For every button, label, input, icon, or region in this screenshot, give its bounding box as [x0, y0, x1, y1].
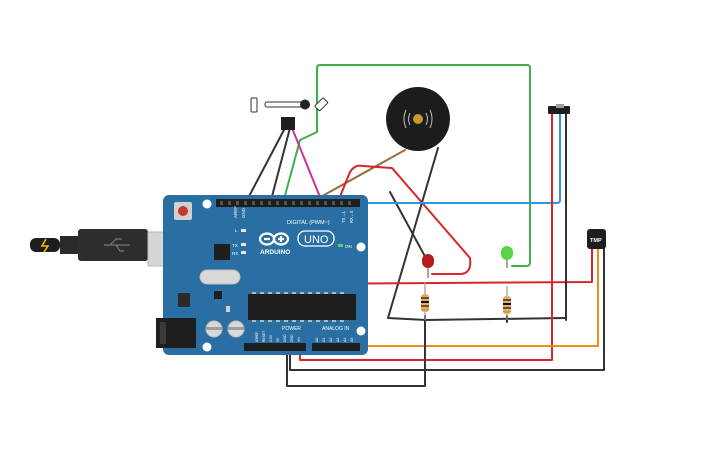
- mount-hole: [356, 326, 366, 336]
- wire-black-gnd-loop[interactable]: [286, 315, 426, 387]
- resistor-red-led[interactable]: [421, 282, 429, 320]
- model-badge: [297, 230, 335, 247]
- reset-button[interactable]: [174, 202, 192, 220]
- svg-text:A5: A5: [350, 338, 354, 342]
- voltage-regulator: [178, 293, 190, 307]
- mount-hole: [356, 242, 366, 252]
- wire-black-sensor-a[interactable]: [244, 127, 286, 205]
- sensor-label: TMP: [590, 238, 602, 244]
- on-label: ON: [345, 244, 352, 249]
- wire-orange[interactable]: [353, 247, 599, 347]
- wire-black-sensor-gnd[interactable]: [289, 247, 605, 371]
- wire-blue[interactable]: [355, 113, 561, 204]
- txd-label: TX→1: [341, 210, 346, 223]
- tilt-sensor[interactable]: [250, 97, 329, 130]
- chip-pins: [252, 292, 344, 322]
- wire-red-led[interactable]: [336, 164, 472, 275]
- digital-pin-holes: [220, 201, 351, 205]
- mount-hole: [202, 199, 212, 209]
- lightning-icon: [40, 238, 50, 253]
- power-pin-labels: IOREF RESET 3.3V 5V GND GND Vin: [255, 331, 301, 342]
- svg-text:A1: A1: [322, 338, 326, 342]
- arduino-logo-icon: [258, 232, 290, 246]
- digital-label: DIGITAL (PWM~): [287, 220, 330, 226]
- svg-text:Vin: Vin: [297, 337, 301, 342]
- rxd-label: RX←0: [349, 210, 354, 223]
- power-jack-detail: [160, 322, 166, 344]
- aref-label: AREF: [233, 206, 238, 218]
- l-led: [241, 229, 246, 232]
- atmega-chip: [248, 294, 356, 320]
- rx-label: RX: [232, 251, 238, 256]
- svg-text:A0: A0: [315, 338, 319, 342]
- gnd-label: GND: [241, 207, 246, 218]
- svg-text:A4: A4: [343, 338, 347, 342]
- tx-label: TX: [232, 243, 238, 248]
- crystal: [199, 269, 241, 285]
- wire-green[interactable]: [282, 64, 531, 267]
- small-component: [226, 306, 230, 312]
- small-component: [214, 291, 222, 299]
- arduino-board[interactable]: AREF GND DIGITAL (PWM~) TX→1 RX←0 L TX R…: [156, 195, 368, 355]
- usb-symbol-icon: [104, 238, 130, 252]
- svg-text:GND: GND: [290, 334, 294, 342]
- capacitor-band: [206, 327, 222, 330]
- mount-hole: [202, 342, 212, 352]
- svg-text:5V: 5V: [276, 337, 280, 342]
- svg-text:A2: A2: [329, 338, 333, 342]
- analog-label: ANALOG IN: [322, 326, 350, 332]
- svg-text:GND: GND: [283, 334, 287, 342]
- wire-black-sensor-b[interactable]: [269, 127, 291, 205]
- led-green[interactable]: [501, 246, 513, 268]
- svg-text:A3: A3: [336, 338, 340, 342]
- svg-text:RESET: RESET: [262, 331, 266, 342]
- sound-icon: [403, 109, 433, 129]
- wire-magenta[interactable]: [291, 127, 323, 203]
- analog-pin-labels: A0 A1 A2 A3 A4 A5: [315, 338, 354, 342]
- power-label: POWER: [282, 326, 301, 332]
- wire-black-buzzer[interactable]: [387, 147, 566, 321]
- tx-led: [241, 243, 246, 246]
- power-header[interactable]: [244, 343, 306, 351]
- digital-header[interactable]: [216, 199, 360, 207]
- rx-led: [241, 251, 246, 254]
- capacitor-band: [228, 327, 244, 330]
- resistor-green-led[interactable]: [503, 286, 511, 320]
- model-text: UNO: [304, 234, 329, 246]
- on-led: [338, 244, 343, 247]
- l-label: L: [235, 228, 238, 233]
- usb-chip: [214, 244, 230, 260]
- led-red[interactable]: [422, 254, 434, 278]
- svg-text:3.3V: 3.3V: [269, 334, 273, 342]
- slide-switch[interactable]: [548, 104, 570, 114]
- piezo-buzzer[interactable]: [386, 87, 450, 151]
- temperature-sensor[interactable]: TMP: [587, 229, 606, 249]
- logo-text: ARDUINO: [260, 249, 290, 256]
- svg-text:IOREF: IOREF: [255, 332, 259, 342]
- analog-header[interactable]: [312, 343, 360, 351]
